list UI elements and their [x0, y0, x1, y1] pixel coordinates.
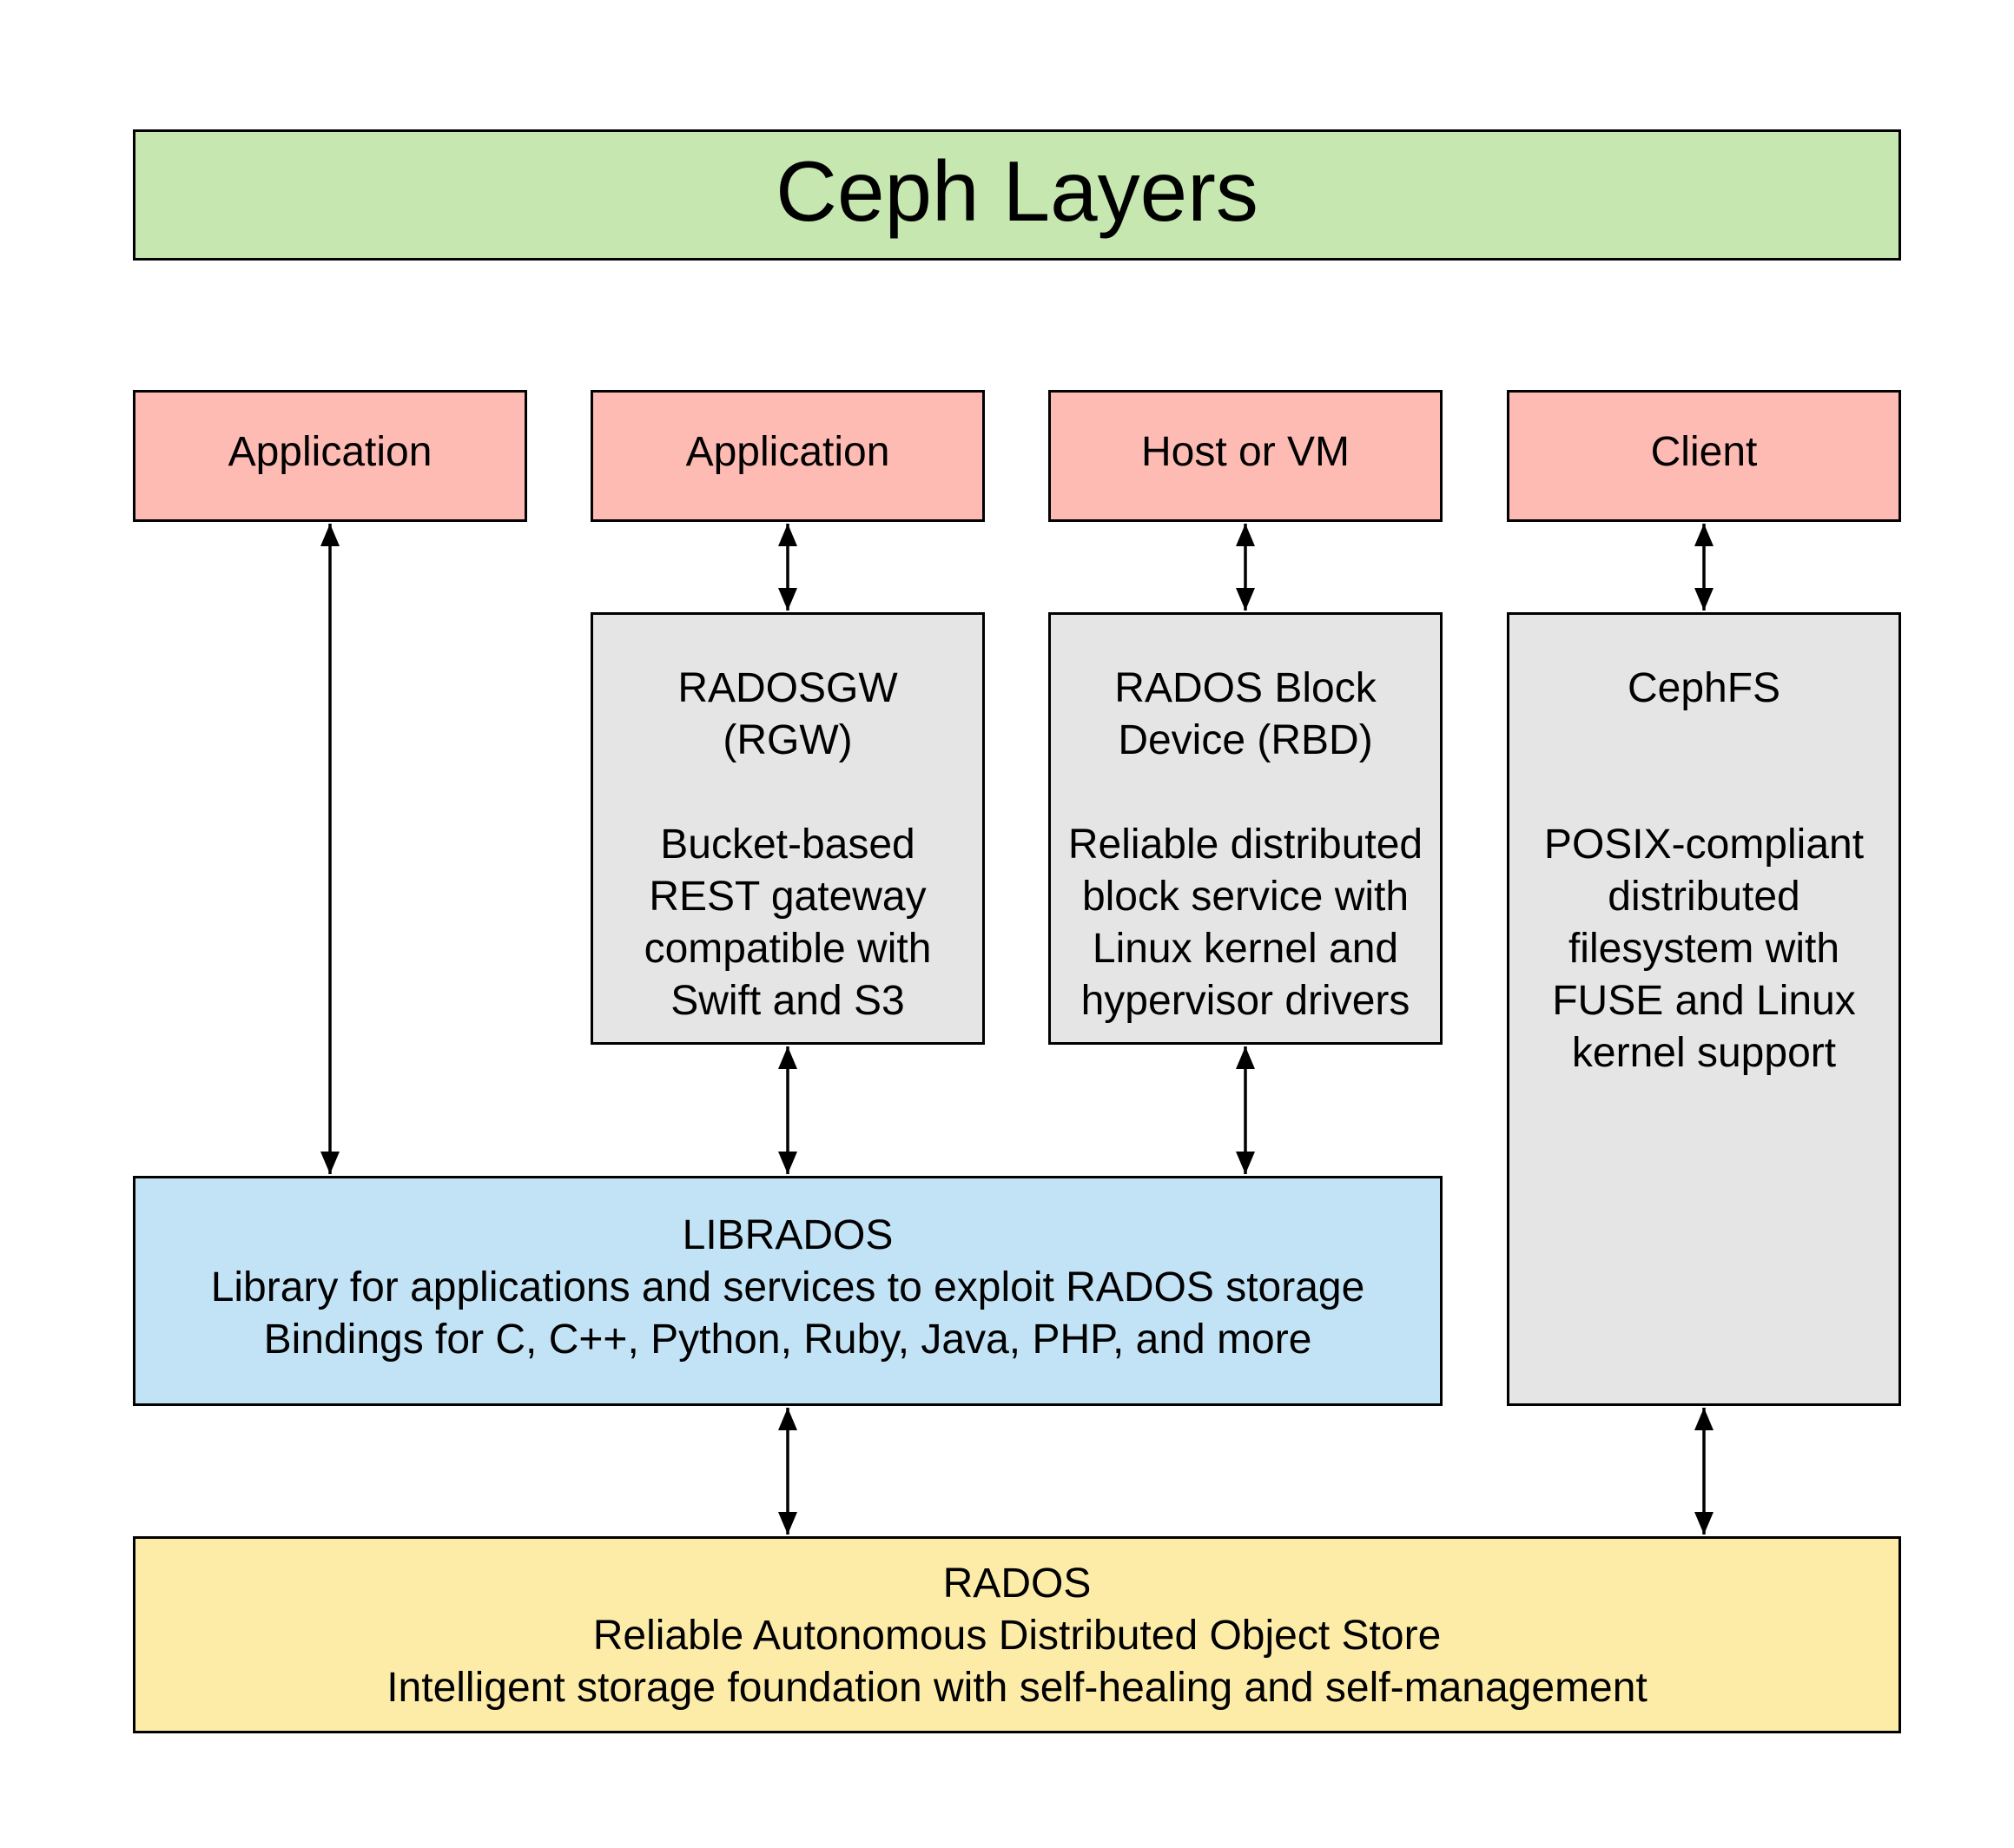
arrowhead-up — [778, 1408, 797, 1430]
librados-line-1: Library for applications and services to… — [210, 1264, 1365, 1310]
librados-box: LIBRADOS Library for applications and se… — [133, 1176, 1443, 1406]
arrowhead-down — [1694, 588, 1714, 610]
librados-name: LIBRADOS — [682, 1212, 894, 1258]
service-desc-line: Linux kernel and — [1092, 926, 1399, 972]
arrowhead-down — [1236, 588, 1255, 610]
arrowhead-down — [778, 1152, 797, 1174]
service-desc-line: Reliable distributed — [1067, 822, 1423, 868]
arrowhead-up — [778, 524, 797, 546]
arrowhead-down — [778, 1512, 797, 1534]
arrowhead-up — [1694, 524, 1714, 546]
diagram-title: Ceph Layers — [776, 142, 1258, 239]
service-desc-line: Bucket-based — [660, 822, 915, 868]
client-box-host-or-vm: Host or VM — [1048, 390, 1443, 522]
service-desc-line: distributed — [1608, 874, 1800, 920]
rados-name: RADOS — [942, 1561, 1092, 1607]
arrowhead-down — [320, 1152, 340, 1174]
arrowhead-down — [1236, 1152, 1255, 1174]
service-desc-line: compatible with — [644, 926, 932, 972]
service-desc-line: FUSE and Linux — [1552, 978, 1856, 1024]
arrowhead-up — [778, 1046, 797, 1069]
arrowhead-down — [1694, 1512, 1714, 1534]
client-box-client: Client — [1507, 390, 1901, 522]
service-desc-line: filesystem with — [1568, 926, 1840, 972]
service-desc-line: POSIX-compliant — [1543, 822, 1865, 868]
service-desc-line: REST gateway — [649, 874, 927, 920]
arrowhead-up — [1694, 1408, 1714, 1430]
service-desc-line: hypervisor drivers — [1080, 978, 1410, 1024]
service-name-line: (RGW) — [723, 717, 853, 763]
rados-box: RADOS Reliable Autonomous Distributed Ob… — [133, 1536, 1901, 1733]
service-box-radosgw: RADOSGW (RGW) Bucket-based REST gateway … — [591, 612, 985, 1045]
service-name-line: Device (RBD) — [1118, 717, 1373, 763]
librados-line-2: Bindings for C, C++, Python, Ruby, Java,… — [263, 1317, 1312, 1363]
service-name-line: RADOSGW — [677, 665, 898, 711]
service-name-line: RADOS Block — [1114, 665, 1377, 711]
diagram-title-box: Ceph Layers — [133, 129, 1901, 261]
service-desc-line: Swift and S3 — [670, 978, 905, 1024]
service-desc-line: kernel support — [1571, 1030, 1837, 1076]
client-box-application-2: Application — [591, 390, 985, 522]
service-box-cephfs: CephFS POSIX-compliant distributed files… — [1507, 612, 1901, 1406]
service-name-line: CephFS — [1627, 665, 1781, 711]
client-label: Application — [228, 428, 433, 475]
rados-line-1: Reliable Autonomous Distributed Object S… — [592, 1613, 1442, 1659]
arrowhead-up — [1236, 1046, 1255, 1069]
client-label: Client — [1650, 428, 1758, 475]
arrowhead-up — [1236, 524, 1255, 546]
client-box-application-1: Application — [133, 390, 527, 522]
arrowhead-up — [320, 524, 340, 546]
client-label: Host or VM — [1140, 428, 1350, 475]
arrowhead-down — [778, 588, 797, 610]
client-label: Application — [685, 428, 890, 475]
rados-line-2: Intelligent storage foundation with self… — [386, 1665, 1648, 1711]
service-box-rbd: RADOS Block Device (RBD) Reliable distri… — [1048, 612, 1443, 1045]
service-desc-line: block service with — [1081, 874, 1410, 920]
